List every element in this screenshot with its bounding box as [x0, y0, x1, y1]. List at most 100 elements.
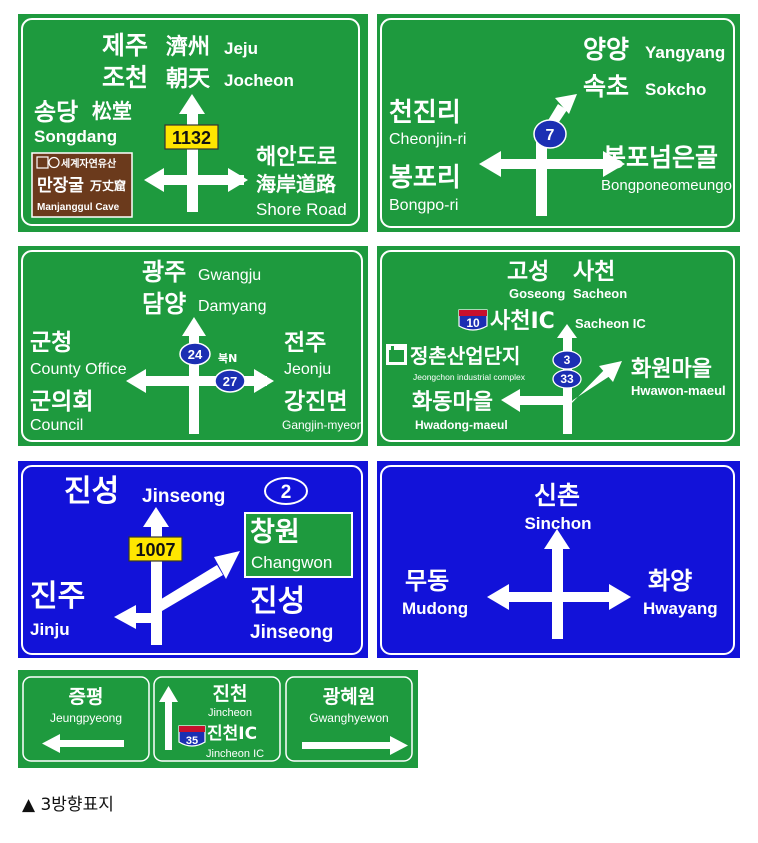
mid-ko: 진천 — [213, 683, 248, 705]
sign-border — [21, 250, 363, 442]
right-ko: 화원마을 — [631, 357, 712, 382]
sign-border — [21, 18, 360, 226]
top-en: Sinchon — [524, 514, 591, 533]
sign-jeju-jocheon: 제주 濟州 Jeju 조천 朝天 Jocheon 송당 松堂 Songdang … — [18, 14, 368, 232]
right-en: Bongponeomeungol — [601, 177, 735, 194]
left-line1-en: Jeongchon industrial complex — [413, 372, 526, 382]
route-shield-24: 24 — [179, 342, 211, 366]
top-line1-ko: 광주 — [142, 258, 186, 286]
shield-number: 10 — [466, 316, 480, 330]
left-en: Jinju — [30, 620, 70, 639]
heritage-circle-icon — [48, 156, 60, 169]
top-en2: Sacheon — [573, 286, 627, 301]
top-line1-hanja: 濟州 — [166, 34, 210, 60]
left-line1-en: County Office — [30, 361, 127, 378]
left-line2-ko: 봉포리 — [389, 163, 461, 193]
top-line2-en: Jocheon — [224, 71, 294, 90]
right-hanja: 海岸道路 — [256, 172, 337, 196]
direction-arrows — [126, 317, 274, 434]
top-ko1: 고성 — [507, 259, 549, 285]
top-line2-en: Damyang — [198, 298, 266, 315]
top-line2-hanja: 朝天 — [166, 66, 211, 92]
right-line1-ko: 전주 — [284, 330, 326, 356]
sign-jinseong-changwon: 진성 Jinseong 2 1007 창원 Changwon 진주 Jinju … — [18, 461, 368, 658]
up-arrow — [159, 686, 178, 750]
direction-arrows — [487, 529, 631, 639]
top-line1-en: Yangyang — [645, 43, 725, 62]
heritage-icon — [36, 156, 49, 169]
left-en: Mudong — [402, 599, 468, 618]
left-line1-ko: 천진리 — [389, 98, 461, 128]
right-arrow — [302, 736, 408, 755]
right-en: Jinseong — [250, 622, 333, 643]
route2-number: 27 — [223, 374, 237, 389]
left-line2-ko: 군의회 — [30, 389, 93, 415]
right-line1-en: Jeonju — [284, 361, 331, 378]
left-ko: 송당 — [34, 98, 78, 126]
top-ko2: 사천 — [573, 259, 615, 285]
left-line2-en: Council — [30, 417, 83, 434]
right-line2-en: Gangjin-myeon — [282, 418, 363, 432]
left-ko: 무동 — [405, 567, 449, 595]
sign-jincheon-strip: 증평 Jeungpyeong 진천 Jincheon 35 진천IC Jinch… — [18, 670, 418, 768]
left-line2-en: Hwadong-maeul — [415, 418, 508, 432]
top-line2-ko: 담양 — [142, 290, 186, 318]
route-shield-33: 33 — [552, 369, 582, 389]
panel-left: 증평 Jeungpyeong — [22, 676, 150, 762]
route-note: 북N — [218, 351, 237, 365]
interstate-shield-35: 35 — [178, 725, 206, 747]
box-ko: 창원 — [250, 517, 300, 548]
top-line1-en: Jeju — [224, 39, 258, 58]
route-number: 1132 — [172, 128, 211, 148]
circle-number: 2 — [281, 482, 292, 503]
top-line1-ko: 제주 — [102, 31, 148, 60]
route1-number: 24 — [188, 347, 203, 362]
left-arrow — [42, 734, 124, 753]
left-line1-en: Cheonjin-ri — [389, 131, 466, 148]
top-line2-en: Sokcho — [645, 80, 706, 99]
route-shield-7: 7 — [533, 119, 567, 149]
sign-goseong-sacheon: 고성 사천 Goseong Sacheon 10 사천IC Sacheon IC… — [377, 246, 740, 446]
box-ko: 만장굴 — [37, 176, 84, 196]
left-line2-ko: 화동마을 — [412, 390, 493, 415]
factory-icon — [386, 344, 407, 365]
sign-sinchon: 신촌 Sinchon 무동 Mudong 화양 Hwayang — [377, 461, 740, 658]
route-number: 7 — [546, 127, 555, 144]
mid-ic-ko: 진천IC — [207, 724, 257, 744]
route-shield-27: 27 — [214, 369, 246, 393]
mid-en: Jincheon — [208, 707, 252, 719]
caption: ▲ 3방향표지 — [22, 795, 114, 815]
mid-ic-en: Jincheon IC — [206, 748, 264, 760]
left-hanja: 松堂 — [92, 99, 132, 123]
top-line2-ko: 조천 — [102, 63, 148, 92]
left-ko: 진주 — [30, 579, 85, 614]
route-number: 1007 — [135, 540, 175, 560]
left-en: Jeungpyeong — [50, 711, 122, 725]
left-line2-en: Bongpo-ri — [389, 197, 458, 214]
panel-middle: 진천 Jincheon 35 진천IC Jincheon IC — [153, 676, 281, 762]
right-en: Hwawon-maeul — [631, 383, 726, 398]
top-en: Jinseong — [142, 486, 225, 507]
direction-arrows — [144, 94, 248, 212]
sign-background — [18, 670, 418, 768]
heritage-label: 세계자연유산 — [61, 157, 117, 170]
top-line1-en: Gwangju — [198, 267, 261, 284]
interstate-shield-10: 10 — [458, 309, 488, 331]
sign-border — [380, 465, 735, 655]
route-shield-3: 3 — [552, 350, 582, 370]
box-en: Manjanggul Cave — [37, 202, 120, 213]
ic-ko: 사천IC — [490, 309, 555, 334]
shield-number: 35 — [186, 735, 198, 747]
right-ko: 봉포넘은골 — [603, 143, 718, 172]
ic-en: Sacheon IC — [575, 316, 646, 331]
sign-gwangju-damyang: 광주 Gwangju 담양 Damyang 군청 County Office 군… — [18, 246, 368, 446]
route1-number: 3 — [564, 353, 571, 367]
right-ko: 광혜원 — [323, 686, 375, 708]
top-en1: Goseong — [509, 286, 565, 301]
right-line2-ko: 강진면 — [284, 389, 347, 415]
sign-border — [380, 18, 735, 228]
top-line1-ko: 양양 — [583, 35, 629, 64]
direction-arrows — [114, 507, 240, 645]
box-en: Changwon — [251, 553, 332, 572]
circle-route-2: 2 — [264, 477, 308, 505]
